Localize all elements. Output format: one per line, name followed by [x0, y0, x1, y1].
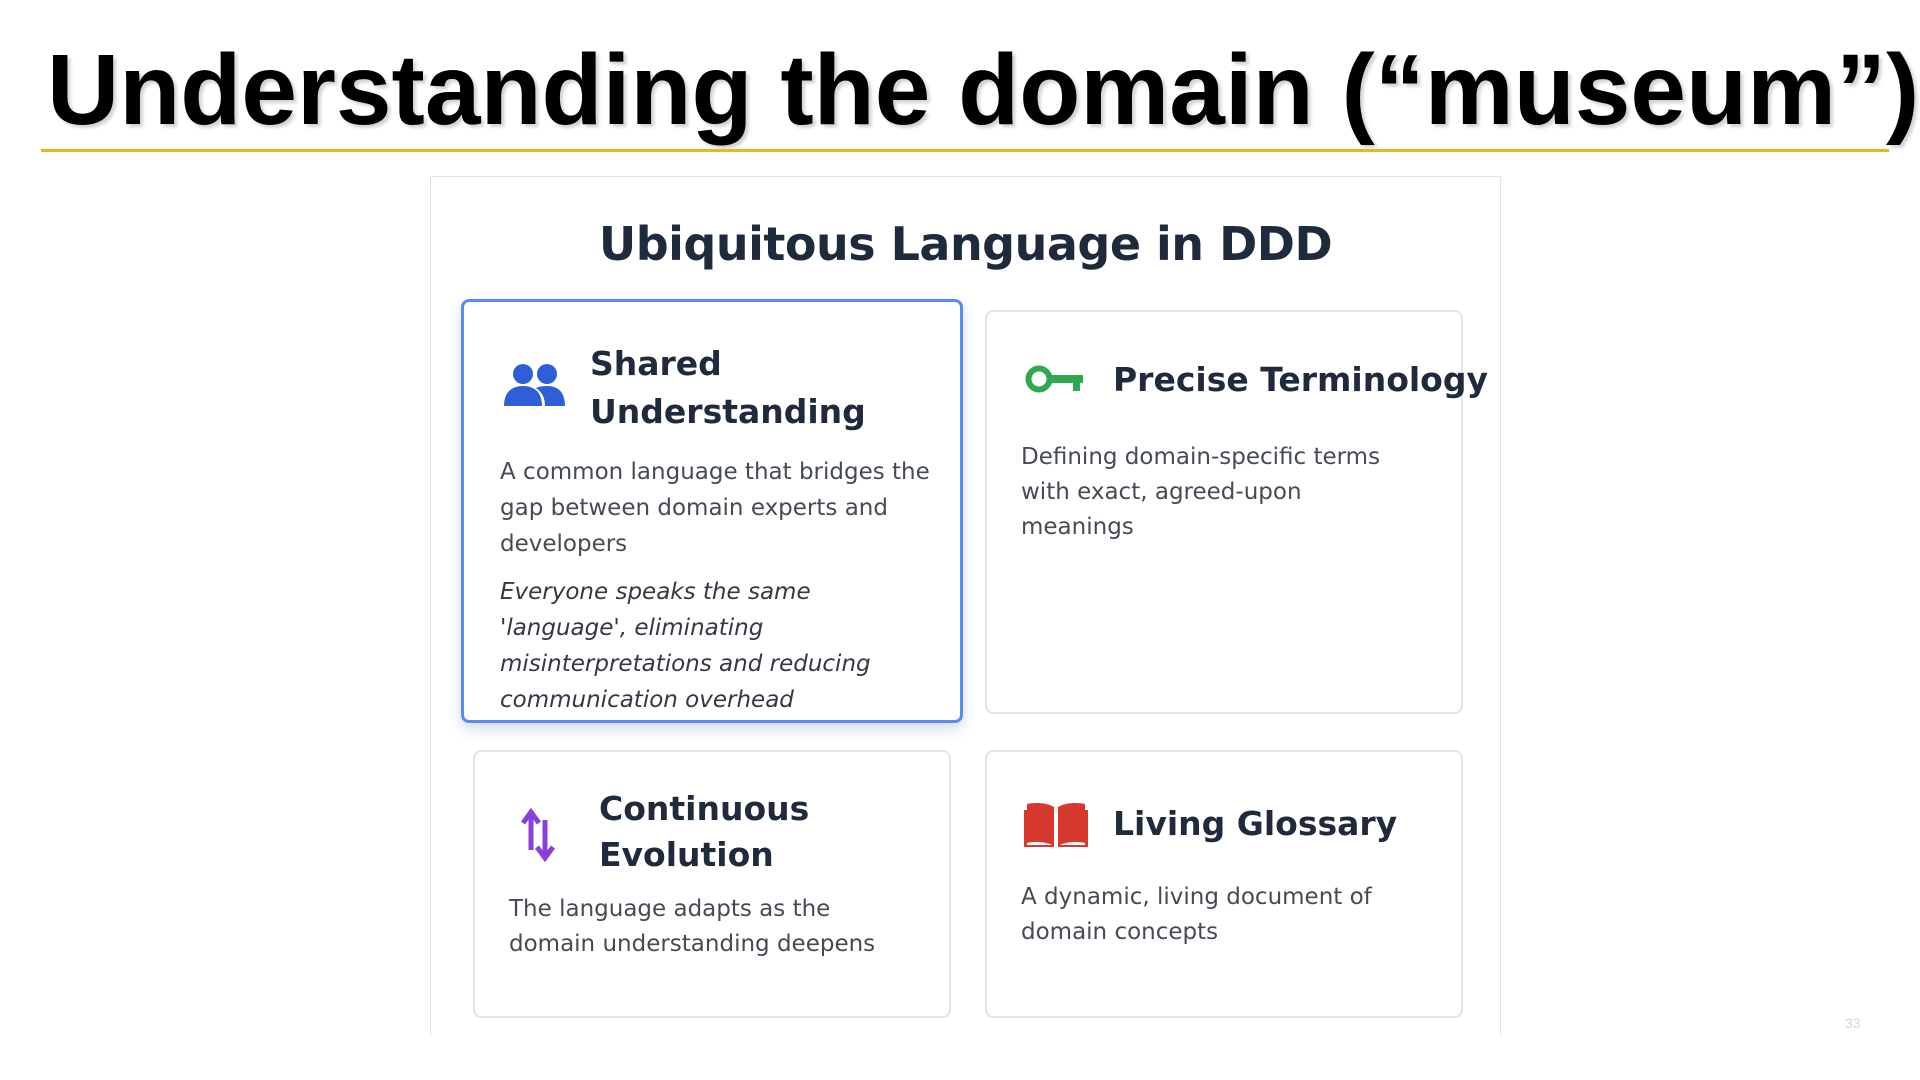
card-title: Precise Terminology	[1113, 360, 1488, 399]
card-description: A common language that bridges the gap b…	[500, 459, 930, 557]
panel-title: Ubiquitous Language in DDD	[598, 217, 1333, 271]
card-living-glossary[interactable]: Living Glossary A dynamic, living docume…	[985, 750, 1463, 1018]
slide-title: Understanding the domain (“museum”)	[47, 34, 1920, 146]
card-title: Shared Understanding	[590, 344, 866, 431]
card-shared-understanding[interactable]: Shared Understanding A common language t…	[461, 299, 963, 723]
card-title: Continuous Evolution	[599, 789, 810, 874]
card-detail: Everyone speaks the same 'language', eli…	[500, 579, 871, 713]
key-icon	[1025, 362, 1085, 401]
card-description: The language adapts as the domain unders…	[509, 896, 876, 957]
card-continuous-evolution[interactable]: Continuous Evolution The language adapts…	[473, 750, 951, 1018]
card-description: A dynamic, living document of domain con…	[1021, 884, 1372, 945]
card-precise-terminology[interactable]: Precise Terminology Defining domain-spec…	[985, 310, 1488, 714]
users-icon	[502, 362, 566, 413]
page-number: 33	[1845, 1015, 1861, 1031]
book-open-icon	[1023, 800, 1089, 853]
title-divider	[41, 149, 1889, 152]
arrows-up-down-icon	[520, 807, 556, 867]
card-title: Living Glossary	[1113, 804, 1398, 843]
ubiquitous-language-panel: Ubiquitous Language in DDD Shared Unders…	[430, 176, 1501, 1036]
card-description: Defining domain-specific terms with exac…	[1021, 444, 1381, 540]
